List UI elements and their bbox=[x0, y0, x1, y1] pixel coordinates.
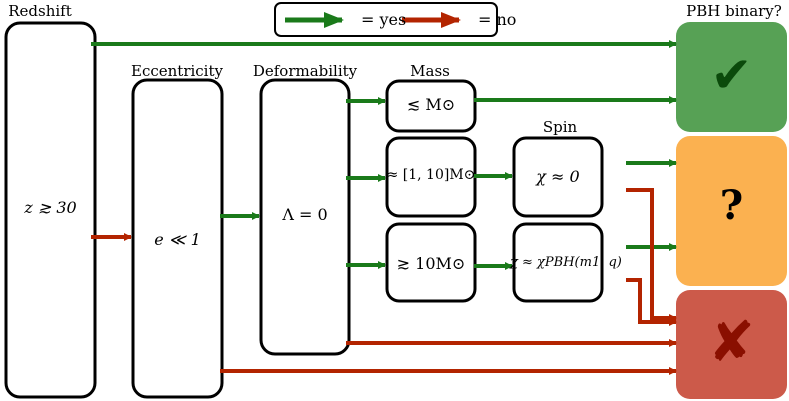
redshift-condition: z ≳ 30 bbox=[24, 198, 77, 217]
legend-yes-label: = yes bbox=[361, 10, 407, 29]
deformability-box bbox=[259, 78, 351, 356]
header-pbh-binary: PBH binary? bbox=[686, 2, 782, 20]
mass-low-box bbox=[385, 79, 477, 133]
spin-pbh-box bbox=[512, 222, 604, 303]
outcome-maybe-box bbox=[676, 136, 787, 286]
arrow-spin-zero-to-no bbox=[626, 188, 677, 322]
outcome-yes-box bbox=[676, 22, 787, 132]
spin-zero-box bbox=[512, 136, 604, 218]
mass-mid-condition: ≈ [1, 10]M⊙ bbox=[386, 167, 476, 183]
check-icon: ✔ bbox=[710, 46, 753, 104]
spin-zero-condition: χ ≈ 0 bbox=[536, 167, 580, 186]
question-mark-icon: ? bbox=[719, 182, 744, 229]
arrow-spin-pbh-to-no bbox=[626, 278, 677, 326]
header-spin: Spin bbox=[542, 118, 578, 136]
mass-high-condition: ≳ 10M⊙ bbox=[396, 254, 466, 273]
redshift-box bbox=[4, 21, 97, 399]
header-redshift: Redshift bbox=[8, 2, 72, 20]
header-deformability: Deformability bbox=[252, 62, 358, 80]
outcome-no-box bbox=[676, 290, 787, 399]
mass-low-condition: ≲ M⊙ bbox=[406, 95, 456, 114]
eccentricity-condition: e ≪ 1 bbox=[154, 230, 201, 249]
cross-icon: ✘ bbox=[708, 310, 755, 375]
deformability-condition: Λ = 0 bbox=[282, 205, 328, 224]
spin-pbh-condition: χ ≈ χPBH(m1, q) bbox=[510, 255, 622, 270]
legend-no-label: = no bbox=[478, 10, 517, 29]
mass-high-box bbox=[385, 222, 477, 303]
eccentricity-box bbox=[131, 78, 224, 399]
header-eccentricity: Eccentricity bbox=[131, 62, 223, 80]
header-mass: Mass bbox=[410, 62, 450, 80]
